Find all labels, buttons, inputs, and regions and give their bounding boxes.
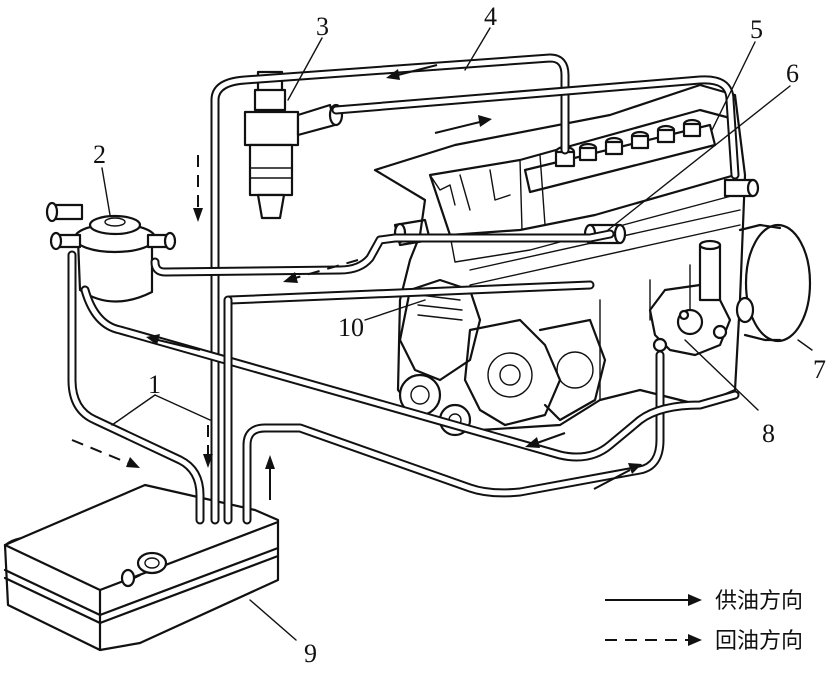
- label-9: 9: [304, 639, 317, 668]
- fitting-right: [723, 178, 760, 198]
- injector: [243, 70, 344, 220]
- label-1: 1: [148, 370, 161, 399]
- label-4: 4: [484, 2, 497, 31]
- label-7: 7: [813, 355, 826, 384]
- engine-block: [373, 83, 812, 437]
- leader-lines: [101, 27, 813, 641]
- label-10: 10: [338, 313, 364, 342]
- label-6: 6: [786, 59, 799, 88]
- label-2: 2: [93, 140, 106, 169]
- legend: 供油方向 回油方向: [605, 589, 803, 654]
- transfer-pump: [648, 239, 755, 357]
- fuel-pipes: [67, 53, 740, 525]
- label-5: 5: [750, 15, 763, 44]
- flywheel-housing: [738, 223, 812, 343]
- flow-arrows: [71, 64, 642, 500]
- label-8: 8: [762, 419, 775, 448]
- legend-supply-label: 供油方向: [715, 589, 803, 614]
- part-numbers: 1 2 3 4 5 6 7 8 9 10: [93, 2, 826, 668]
- fuel-tank: [3, 483, 280, 652]
- fuel-filter: [45, 201, 177, 303]
- label-3: 3: [316, 12, 329, 41]
- legend-return-label: 回油方向: [715, 629, 803, 654]
- injection-pump-fittings: [523, 118, 717, 194]
